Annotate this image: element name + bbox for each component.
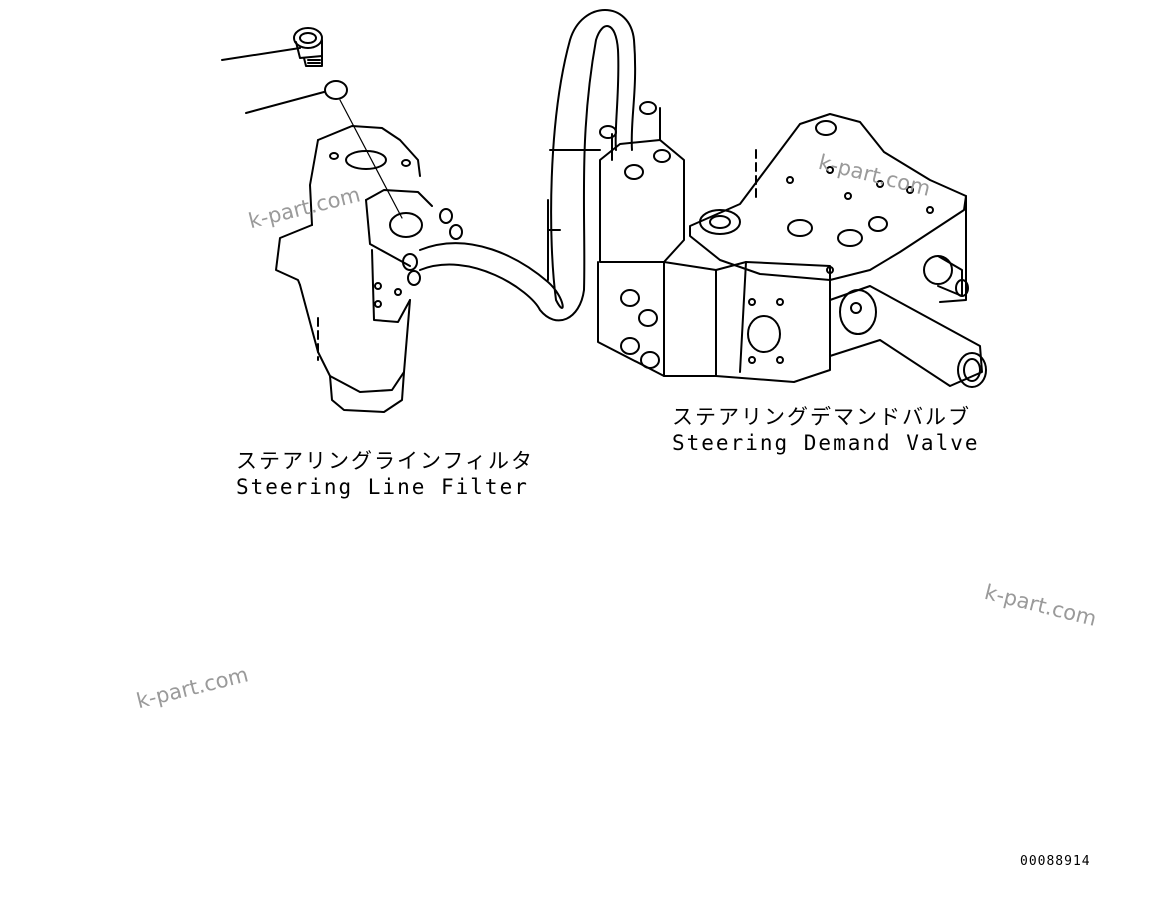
figure-number: 00088914 — [1020, 854, 1091, 869]
leader-lines — [221, 47, 325, 114]
valve-label-jp: ステアリングデマンドバルブ — [672, 405, 971, 429]
steering-line-filter — [275, 125, 463, 413]
bolt-part — [293, 27, 323, 67]
steering-pipe — [419, 9, 637, 322]
steering-demand-valve — [547, 101, 987, 388]
filter-label-jp: ステアリングラインフィルタ — [236, 449, 534, 473]
valve-label: ステアリングデマンドバルブ Steering Demand Valve — [672, 404, 980, 456]
filter-label: ステアリングラインフィルタ Steering Line Filter — [236, 448, 534, 500]
o-ring-part — [324, 80, 403, 219]
valve-label-en: Steering Demand Valve — [672, 431, 980, 455]
filter-label-en: Steering Line Filter — [236, 475, 529, 499]
